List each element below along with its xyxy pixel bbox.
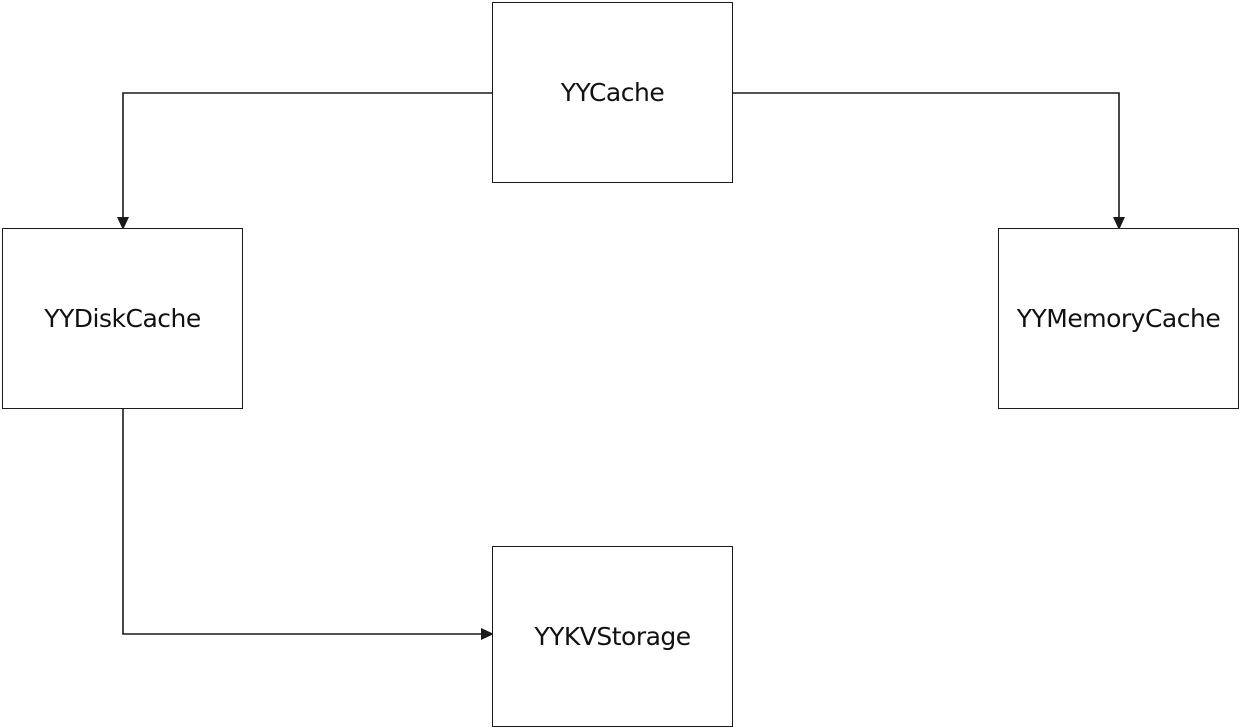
node-yycache[interactable]: YYCache	[492, 2, 733, 183]
node-yykvstorage[interactable]: YYKVStorage	[492, 546, 733, 727]
node-yymemorycache[interactable]: YYMemoryCache	[998, 228, 1239, 409]
arrowhead-yydiskcache	[117, 217, 129, 230]
arrowhead-yykvstorage	[481, 628, 494, 640]
arrowhead-yymemorycache	[1113, 217, 1125, 230]
node-yydiskcache[interactable]: YYDiskCache	[2, 228, 243, 409]
edge-yydiskcache-to-yykvstorage	[122, 409, 481, 635]
edge-yycache-to-yydiskcache	[122, 92, 492, 217]
edge-yycache-to-yymemorycache	[733, 92, 1120, 217]
node-label-yykvstorage: YYKVStorage	[534, 622, 691, 651]
node-label-yycache: YYCache	[560, 78, 665, 107]
node-label-yymemorycache: YYMemoryCache	[1016, 304, 1221, 333]
node-label-yydiskcache: YYDiskCache	[44, 304, 201, 333]
